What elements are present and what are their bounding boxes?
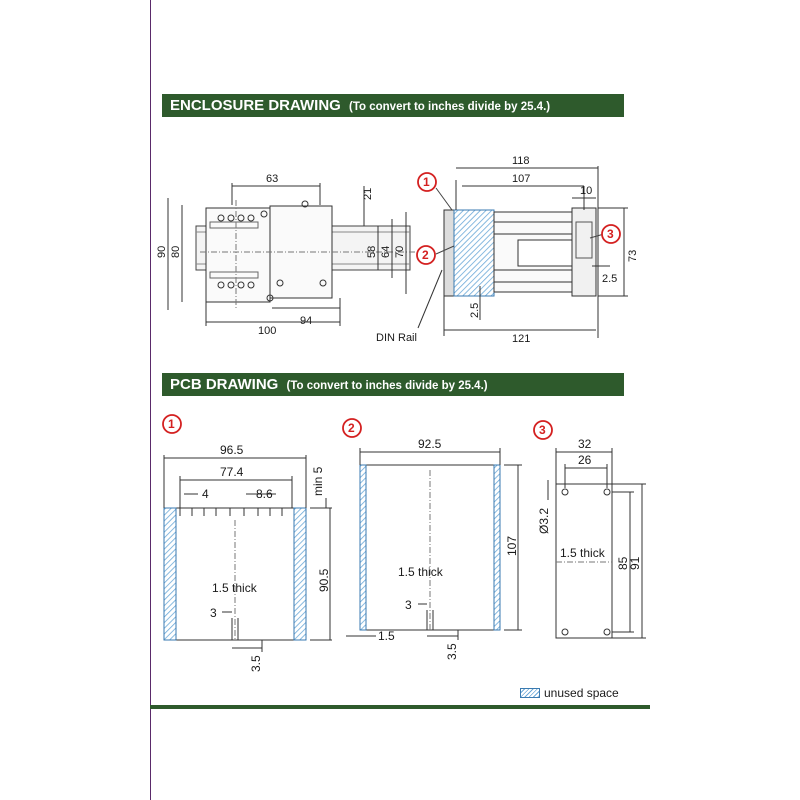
pcb-callout-1: 1 xyxy=(162,414,182,434)
enclosure-banner: ENCLOSURE DRAWING (To convert to inches … xyxy=(162,94,624,117)
pcb1-dim-min: min 5 xyxy=(311,466,325,496)
pcb1-thick: 1.5 thick xyxy=(212,581,258,595)
callout-1: 1 xyxy=(417,172,437,192)
pcb2-bottom: 3.5 xyxy=(445,643,459,660)
callout-3: 3 xyxy=(601,224,621,244)
din-rail-label: DIN Rail xyxy=(376,332,417,344)
dim-73: 73 xyxy=(627,250,639,262)
pcb3-dim-hole: Ø3.2 xyxy=(537,508,551,534)
pcb-board-2 xyxy=(346,448,522,640)
dim-70: 70 xyxy=(394,246,406,258)
pcb-board-3 xyxy=(547,448,646,639)
pcb2-edge: 1.5 xyxy=(378,629,395,643)
pcb3-thick: 1.5 thick xyxy=(560,546,606,560)
dim-80: 80 xyxy=(170,246,182,258)
hatch-swatch xyxy=(520,688,540,698)
legend: unused space xyxy=(520,686,619,700)
svg-text:3: 3 xyxy=(539,423,546,437)
pcb3-dim-91: 91 xyxy=(628,556,642,570)
pcb-banner: PCB DRAWING (To convert to inches divide… xyxy=(162,373,624,396)
enclosure-front-view xyxy=(167,183,420,326)
dim-58: 58 xyxy=(366,246,378,258)
svg-text:3: 3 xyxy=(607,227,614,241)
pcb2-slot: 3 xyxy=(405,598,412,612)
page-margin-rule xyxy=(150,0,151,800)
dim-2-5-right: 2.5 xyxy=(602,273,617,285)
pcb1-dim-pitch-a: 4 xyxy=(202,487,209,501)
pcb-board-2-labels: 2 92.5 107 1.5 thick 3 1.5 3.5 xyxy=(342,418,519,660)
svg-text:2: 2 xyxy=(348,421,355,435)
pcb2-dim-width: 92.5 xyxy=(418,437,442,451)
pcb3-dim-inner: 26 xyxy=(578,453,592,467)
terminal-row-top xyxy=(209,210,268,229)
dim-64: 64 xyxy=(380,246,392,258)
pcb3-dim-width: 32 xyxy=(578,437,592,451)
dim-2-5-left: 2.5 xyxy=(469,303,481,318)
pcb-callout-3: 3 xyxy=(533,420,553,440)
pcb2-thick: 1.5 thick xyxy=(398,565,444,579)
dim-21: 21 xyxy=(362,188,374,200)
enclosure-callouts: 1 2 3 xyxy=(416,172,621,265)
dim-90: 90 xyxy=(156,246,168,258)
dim-10: 10 xyxy=(580,185,592,197)
enclosure-front-dims: 63 21 90 80 58 64 70 100 94 xyxy=(156,173,406,337)
svg-text:2: 2 xyxy=(422,248,429,262)
pcb-note: (To convert to inches divide by 25.4.) xyxy=(286,380,488,392)
pcb1-dim-width: 96.5 xyxy=(220,443,244,457)
svg-text:1: 1 xyxy=(423,175,430,189)
enclosure-note: (To convert to inches divide by 25.4.) xyxy=(349,101,551,113)
pcb1-dim-inner: 77.4 xyxy=(220,465,244,479)
pcb2-dim-height: 107 xyxy=(505,536,519,556)
dim-100: 100 xyxy=(258,325,276,337)
dim-121: 121 xyxy=(512,333,530,345)
dim-118: 118 xyxy=(512,155,530,167)
pcb-board-3-labels: 3 32 26 Ø3.2 1.5 thick 85 91 xyxy=(533,420,642,570)
dim-94: 94 xyxy=(300,315,312,327)
pcb-title: PCB DRAWING xyxy=(170,376,279,393)
pcb1-slot: 3 xyxy=(210,606,217,620)
pcb3-dim-85: 85 xyxy=(616,556,630,570)
pcb-board-1-labels: 1 96.5 77.4 4 8.6 min 5 90.5 1.5 thick 3… xyxy=(162,414,331,672)
dim-107: 107 xyxy=(512,173,530,185)
dim-63: 63 xyxy=(266,173,278,185)
terminal-row-bottom xyxy=(209,271,274,302)
svg-text:1: 1 xyxy=(168,417,175,431)
pcb1-dim-pitch-b: 8.6 xyxy=(256,487,273,501)
callout-2: 2 xyxy=(416,245,436,265)
legend-label: unused space xyxy=(544,686,619,700)
pcb1-dim-height: 90.5 xyxy=(317,568,331,592)
pcb-board-1 xyxy=(163,455,332,652)
enclosure-side-view xyxy=(417,166,628,338)
enclosure-side-dims: 118 107 10 73 2.5 2.5 121 DIN Rail xyxy=(376,155,639,345)
bottom-rule xyxy=(150,705,650,709)
pcb1-bottom: 3.5 xyxy=(249,655,263,672)
enclosure-title: ENCLOSURE DRAWING xyxy=(170,97,341,114)
pcb-callout-2: 2 xyxy=(342,418,362,438)
